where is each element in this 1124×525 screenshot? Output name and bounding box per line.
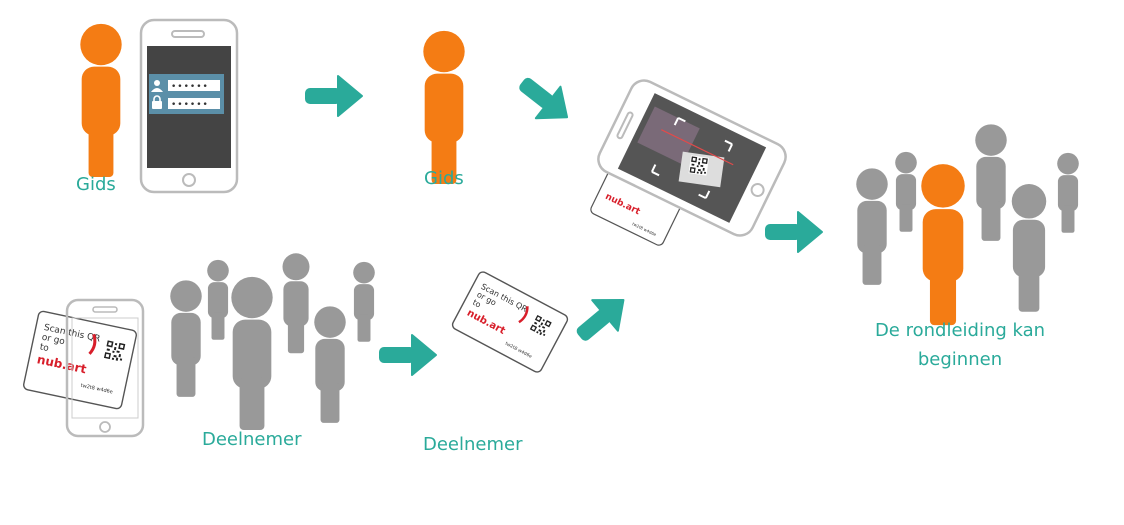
guide-person-icon <box>423 30 465 185</box>
arrow-icon <box>379 334 437 376</box>
guide-person-icon <box>80 23 122 178</box>
scan-card: nub.art tw2t8 w4d6e <box>590 164 684 246</box>
qr-card: Scan this QR or go to nub.art tw2t8 w4d6… <box>23 310 137 410</box>
guide-label: Gids <box>424 168 464 189</box>
scanning-phone-icon <box>597 79 787 237</box>
qr-code-icon <box>102 339 127 363</box>
login-phone-icon <box>139 18 239 194</box>
result-label-line1: De rondleiding kan <box>874 320 1046 341</box>
arrow-icon <box>566 283 638 353</box>
lock-icon <box>152 95 162 109</box>
user-icon <box>151 80 163 92</box>
qr-card: Scan this QR or go to nub.art tw2t8 w4d6… <box>451 271 569 373</box>
participant-label: Deelnemer <box>423 434 523 455</box>
arrow-icon <box>509 66 581 134</box>
password-field: •••••• <box>171 100 209 110</box>
participant-label: Deelnemer <box>202 429 302 450</box>
guide-label: Gids <box>76 174 116 195</box>
username-field: •••••• <box>171 82 209 92</box>
guide-person-icon <box>921 164 965 326</box>
arrow-icon <box>305 75 363 117</box>
arrow-icon <box>765 211 823 253</box>
result-label-line2: beginnen <box>917 349 1003 370</box>
card-scan-line2: or go <box>41 333 66 348</box>
card-phone-icon <box>65 298 145 438</box>
card-scan-line3: to <box>39 342 50 354</box>
participant-group-icon <box>170 253 375 431</box>
participant-group-icon <box>856 124 1079 312</box>
card-scan-line3: to <box>471 298 482 310</box>
